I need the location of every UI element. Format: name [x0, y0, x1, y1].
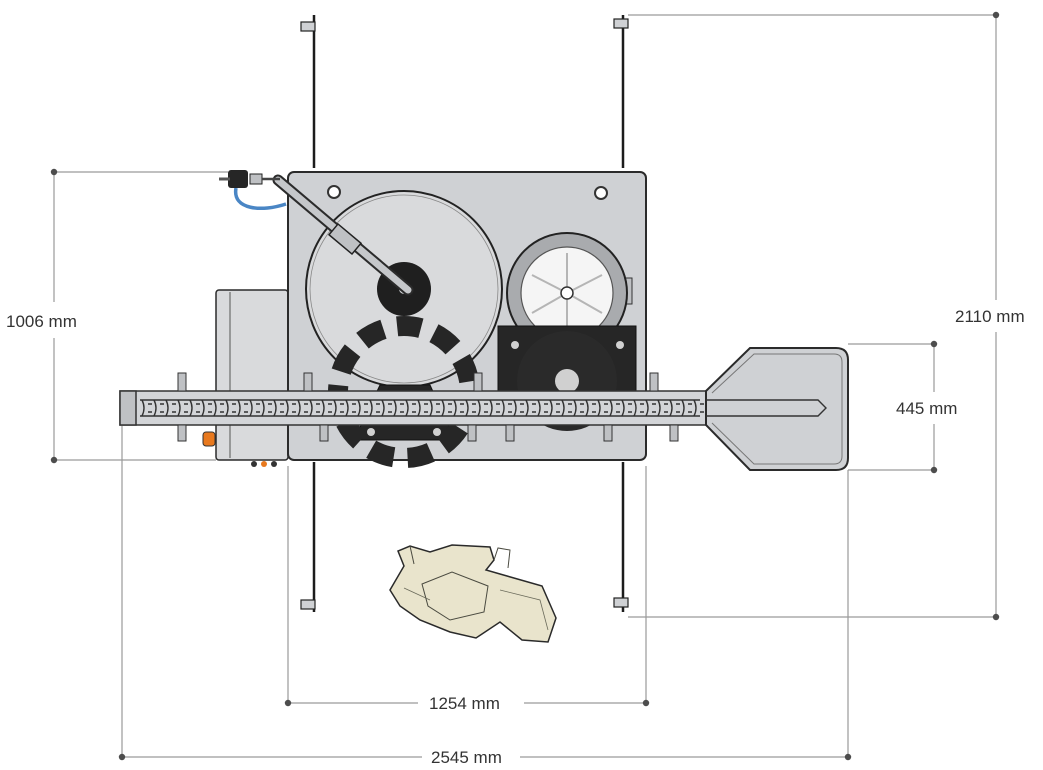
dimension-label-overall-depth: 2110 mm	[955, 307, 1025, 326]
chain-link	[201, 399, 212, 417]
chain-link	[585, 399, 596, 417]
chain-link	[465, 399, 476, 417]
chain-link	[141, 399, 152, 417]
chain-link	[393, 399, 404, 417]
chain-link	[225, 399, 236, 417]
product-icon	[389, 544, 557, 643]
chain-link	[321, 399, 332, 417]
chain-link	[189, 399, 200, 417]
chain-link	[669, 399, 680, 417]
chain-link	[273, 399, 284, 417]
chain-link	[597, 399, 608, 417]
chain-link	[369, 399, 380, 417]
applicator-arm	[272, 174, 414, 296]
chain-link	[453, 399, 464, 417]
exit-table	[705, 347, 849, 471]
chain-link	[177, 399, 188, 417]
chain-link	[381, 399, 392, 417]
chain-link	[441, 399, 452, 417]
chain-link	[621, 399, 632, 417]
chain-link	[681, 399, 692, 417]
chain-link	[489, 399, 500, 417]
dimension-label-frame-width: 1254 mm	[429, 694, 500, 713]
chain-link	[153, 399, 164, 417]
control-cabinet	[202, 289, 289, 467]
chain-link	[525, 399, 536, 417]
chain-link	[477, 399, 488, 417]
chain-link	[657, 399, 668, 417]
chain-link	[645, 399, 656, 417]
chain-link	[285, 399, 296, 417]
chain-link	[345, 399, 356, 417]
chain-link	[513, 399, 524, 417]
dimension-label-conveyor-width: 445 mm	[896, 399, 957, 418]
chain-link	[549, 399, 560, 417]
chain-link	[537, 399, 548, 417]
chain-link	[693, 399, 704, 417]
chain-link	[429, 399, 440, 417]
stop-button-icon	[202, 431, 216, 447]
frame-legs	[300, 15, 629, 612]
chain-link	[309, 399, 320, 417]
chain-link	[237, 399, 248, 417]
chain-link	[561, 399, 572, 417]
chain-link	[165, 399, 176, 417]
dimension-lines	[50, 11, 1000, 761]
dimension-label-overall-length: 2545 mm	[431, 748, 502, 767]
chain-link	[357, 399, 368, 417]
chain-link	[333, 399, 344, 417]
chain-link	[261, 399, 272, 417]
chain-link	[213, 399, 224, 417]
chain-link	[609, 399, 620, 417]
chain-link	[501, 399, 512, 417]
chain-link	[573, 399, 584, 417]
chain-link	[405, 399, 416, 417]
chain-link	[417, 399, 428, 417]
chain-link	[633, 399, 644, 417]
chain-link	[297, 399, 308, 417]
air-connection	[219, 170, 287, 211]
chain-link	[249, 399, 260, 417]
dimension-label-frame-depth: 1006 mm	[6, 312, 77, 331]
